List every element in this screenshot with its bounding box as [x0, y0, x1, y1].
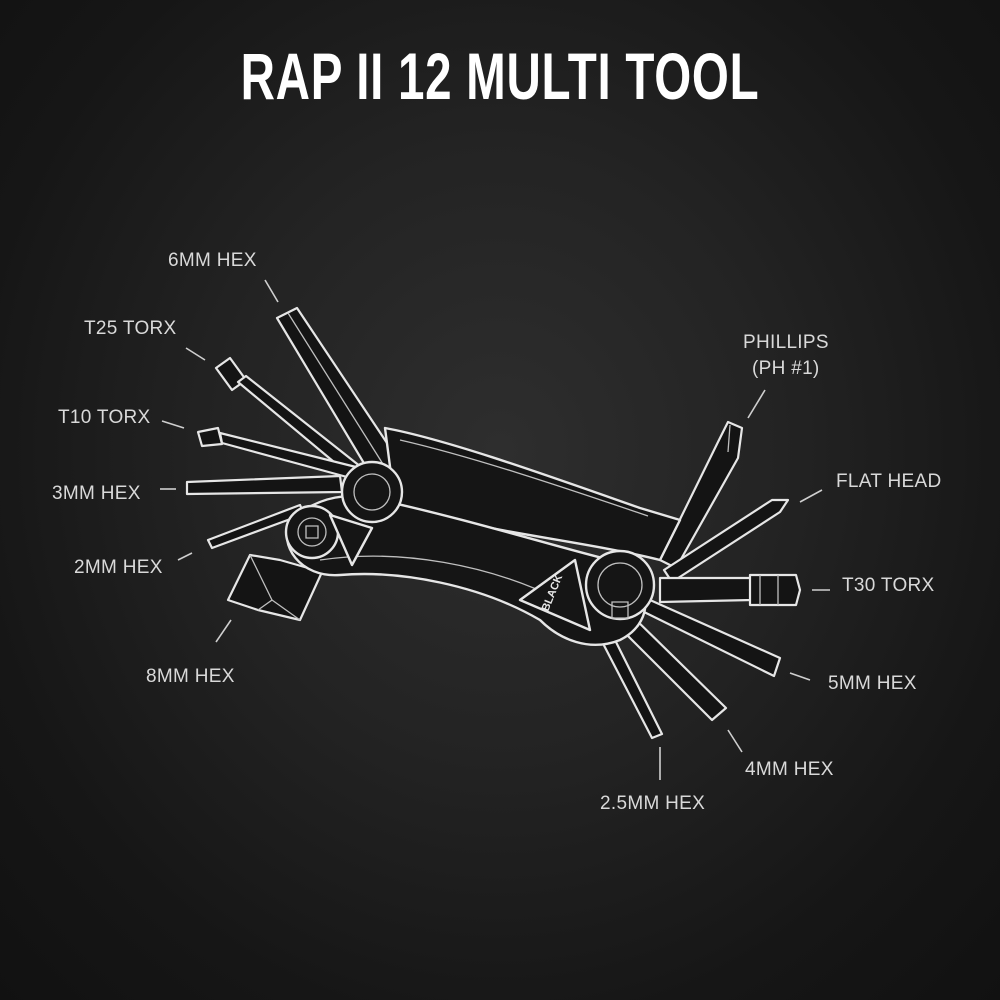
label-phillips-line2: (PH #1)	[752, 358, 820, 379]
label-3mm-hex: 3MM HEX	[52, 483, 141, 504]
leader-t25-torx	[185, 347, 206, 361]
bit-flat-head	[662, 498, 790, 584]
leader-2mm-hex	[177, 552, 193, 561]
bit-t10-torx	[196, 426, 362, 482]
page-title: RAP II 12 MULTI TOOL	[240, 39, 760, 113]
label-6mm-hex: 6MM HEX	[168, 250, 257, 271]
leader-t10-torx	[161, 420, 185, 429]
bit-t30-torx	[658, 573, 802, 607]
leader-8mm-hex	[215, 619, 232, 643]
bit-3mm-hex	[185, 474, 344, 496]
label-t10-torx: T10 TORX	[58, 407, 151, 428]
label-2-5mm-hex: 2.5MM HEX	[600, 793, 705, 814]
leader-flat-head	[799, 489, 823, 503]
leader-phillips	[747, 389, 766, 419]
label-5mm-hex: 5MM HEX	[828, 673, 917, 694]
label-flat-head: FLAT HEAD	[836, 471, 941, 492]
label-phillips-line1: PHILLIPS	[743, 332, 829, 353]
label-t30-torx: T30 TORX	[842, 575, 935, 596]
label-4mm-hex: 4MM HEX	[745, 759, 834, 780]
tool-body: BLACK	[284, 426, 682, 646]
leader-4mm-hex	[727, 729, 743, 753]
label-2mm-hex: 2MM HEX	[74, 557, 163, 578]
leader-5mm-hex	[789, 672, 811, 681]
label-8mm-hex: 8MM HEX	[146, 666, 235, 687]
leader-6mm-hex	[264, 279, 279, 303]
label-t25-torx: T25 TORX	[84, 318, 177, 339]
